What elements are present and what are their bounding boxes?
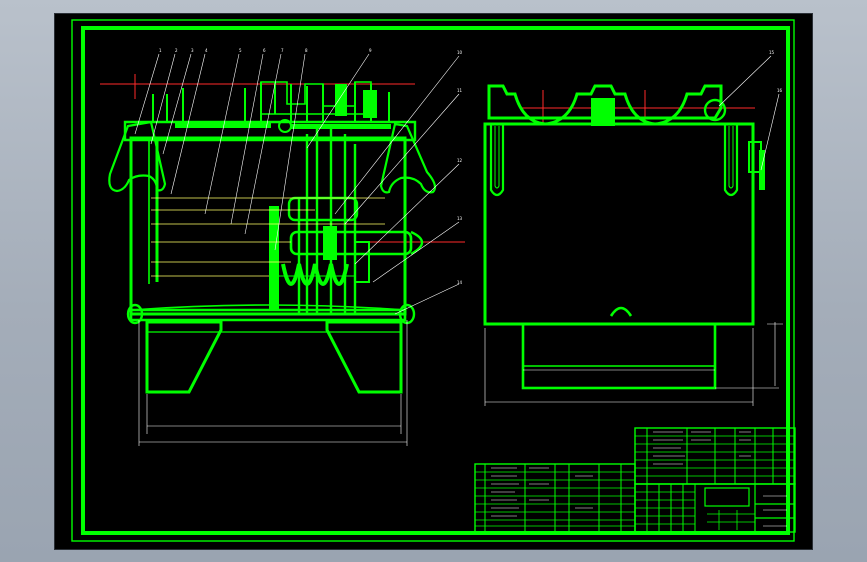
bom-columns [484,464,622,532]
bottom-rail [129,308,407,322]
balloon-5: 5 [239,48,242,53]
balloon-12: 12 [457,158,463,163]
rail-curve [130,304,406,311]
side-pulley [703,98,727,122]
left-lifting-hook [108,120,167,193]
balloon-1: 1 [159,48,162,53]
balloon-15: 15 [769,50,775,55]
front-view-balloons: 1 2 3 4 5 6 7 8 9 10 11 12 13 14 [159,48,463,285]
front-view: 1 2 3 4 5 6 7 8 9 10 11 12 13 14 [100,48,465,446]
right-lifting-hook [379,122,437,194]
top-drum-housing [123,120,417,142]
balloon-9: 9 [369,48,372,53]
gear-wheel-right [354,241,370,283]
side-bottom-lug [609,306,633,317]
bill-of-materials [474,463,636,533]
parts-list-columns [646,428,774,484]
motor-shaft-housing [289,230,413,256]
drawing-viewport[interactable]: 1 2 3 4 5 6 7 8 9 10 11 12 13 14 [55,14,812,549]
right-base-leg [325,320,403,394]
upper-shaft-bar-right [291,124,391,129]
side-center-bracket [591,98,615,126]
cad-drawing-canvas[interactable]: 1 2 3 4 5 6 7 8 9 10 11 12 13 14 [55,14,812,549]
balloon-10: 10 [457,50,463,55]
side-base-block [521,322,717,390]
upper-shaft-hub [278,119,292,133]
title-block-columns-left [646,484,696,532]
worm-screw [281,263,349,286]
balloon-leader-lines [134,53,460,315]
balloon-16: 16 [777,88,783,93]
balloon-2: 2 [175,48,178,53]
side-left-slot-inner [494,126,500,189]
balloon-3: 3 [191,48,194,53]
balloon-7: 7 [281,48,284,53]
balloon-14: 14 [457,280,463,285]
side-view: 15 16 [483,50,783,406]
side-saddle-supports [487,84,723,126]
title-drawing-name-box [704,487,750,507]
side-right-slot-outer [723,124,739,197]
top-bearing-blocks [335,84,377,118]
parts-list [634,427,796,485]
side-right-handle [759,150,765,190]
coupling-block [323,226,337,260]
section-hatch-lines [151,197,385,277]
side-right-slot-inner [728,126,734,189]
balloon-13: 13 [457,216,463,221]
parts-list-text-marks [653,431,751,465]
upper-shaft-bar [175,122,271,128]
dimension-overall-width [138,320,408,446]
gearbox-left-wall [269,206,279,310]
dimension-base-width [146,394,402,434]
motor-end-cap [410,230,424,256]
balloon-11: 11 [457,88,463,93]
sheet-inner-frame [81,26,790,535]
sheet-outer-border [71,19,795,542]
side-dimension-width [484,328,754,406]
bom-text-marks [491,467,593,517]
balloon-4: 4 [205,48,208,53]
title-block [634,483,796,533]
balloon-8: 8 [305,48,308,53]
left-base-leg [145,320,223,394]
side-leader-lines [718,55,780,171]
top-flange-ribs [152,82,390,122]
balloon-6: 6 [263,48,266,53]
title-scale-box [707,510,755,530]
main-housing [129,136,407,316]
title-block-rows-left [635,491,695,525]
left-wheel [126,303,144,325]
side-housing [483,122,755,326]
side-dimension-height [715,322,783,389]
title-block-text-marks [763,495,787,527]
side-left-slot-outer [489,124,505,197]
title-right-cells [754,484,795,532]
